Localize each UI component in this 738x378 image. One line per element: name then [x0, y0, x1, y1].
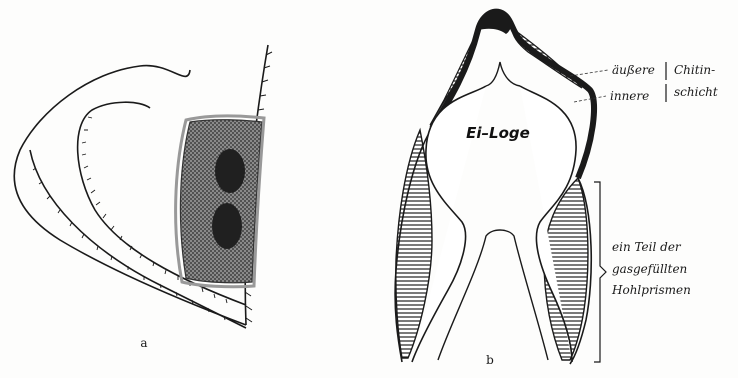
dark-spot-upper: [215, 149, 245, 193]
leader-outer: [570, 70, 608, 76]
chamber-neck: [486, 62, 520, 86]
prism-label-line2: gasgefüllten: [612, 262, 687, 276]
figure-a: [14, 45, 272, 328]
figure-a-label: a: [140, 336, 147, 350]
chitin-label-line2: schicht: [674, 85, 718, 99]
chitin-label-line1: Chitin-: [674, 63, 715, 77]
egg-chamber-label: Ei–Loge: [466, 124, 530, 142]
stippled-region: [180, 120, 262, 283]
dark-spot-lower: [212, 203, 242, 249]
inner-layer-label: innere: [610, 89, 649, 103]
figure-b-label: b: [486, 353, 494, 367]
outer-layer-label: äußere: [612, 63, 655, 77]
prism-label-line3: Hohlprismen: [611, 283, 691, 297]
brace-prisms: [594, 182, 606, 362]
prism-label-line1: ein Teil der: [612, 240, 682, 254]
top-cap: [478, 10, 512, 34]
